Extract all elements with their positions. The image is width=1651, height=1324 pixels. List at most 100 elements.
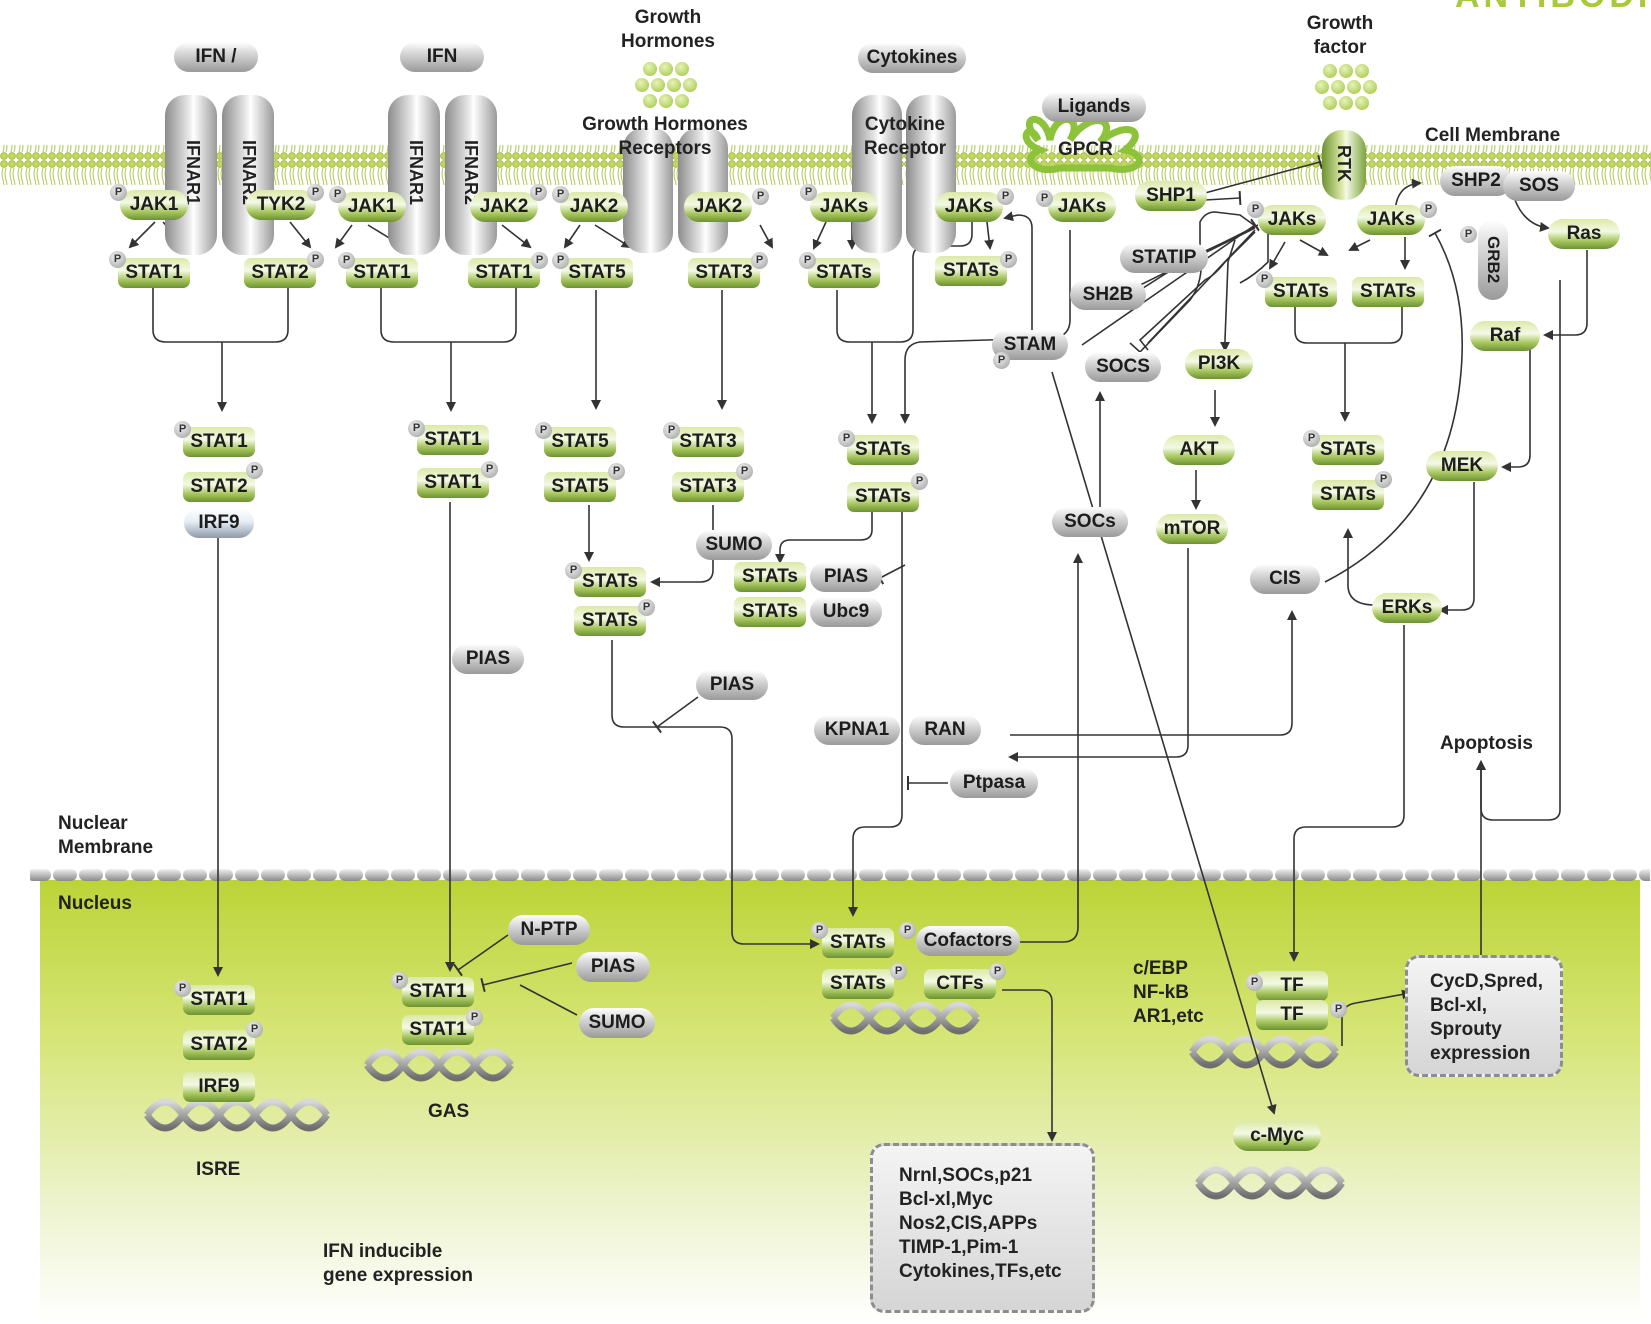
phospho-mark: P	[899, 922, 916, 939]
cytokine-receptor-label: Cytokine Receptor	[863, 114, 947, 159]
dna-gas	[364, 1048, 514, 1082]
stat1-g: STAT1	[183, 985, 255, 1015]
stats-b: STATs	[935, 256, 1007, 286]
dna-cmyc	[1195, 1166, 1345, 1200]
mek: MEK	[1426, 451, 1498, 481]
stats-j: STATs	[734, 597, 806, 627]
phospho-mark: P	[174, 980, 191, 997]
sos: SOS	[1503, 171, 1575, 201]
phospho-mark: P	[811, 922, 828, 939]
ras: Ras	[1548, 219, 1620, 249]
mtor: mTOR	[1156, 514, 1228, 544]
phospho-mark: P	[800, 184, 817, 201]
ifnar2-receptor-b	[445, 95, 497, 255]
jaks-a: JAKs	[810, 192, 878, 222]
phospho-mark: P	[552, 252, 569, 269]
ifnar1-label-a: IFNAR1	[183, 140, 203, 206]
raf: Raf	[1470, 321, 1540, 351]
phospho-mark: P	[552, 186, 569, 203]
corner-text: ANTIBODIES	[1455, 0, 1651, 13]
stats-f: STATs	[847, 482, 919, 512]
phospho-mark: P	[1036, 190, 1053, 207]
gh-receptor-right	[678, 128, 728, 253]
stats-d: STATs	[1352, 277, 1424, 307]
phospho-mark: P	[1246, 974, 1263, 991]
stats-c: STATs	[1265, 277, 1337, 307]
phospho-mark: P	[1375, 471, 1392, 488]
phospho-mark: P	[1256, 271, 1273, 288]
phospho-mark: P	[752, 188, 769, 205]
ptpasa: Ptpasa	[950, 768, 1038, 798]
stat1-c: STAT1	[468, 258, 540, 288]
jak2-c: JAK2	[684, 192, 752, 222]
ifn-inducible-label: IFN inducible gene expression	[323, 1241, 473, 1286]
rtk-label: RTK	[1334, 145, 1354, 182]
stat5-e: STAT5	[544, 427, 616, 457]
stat5-a: STAT5	[561, 258, 633, 288]
phospho-mark: P	[838, 430, 855, 447]
phospho-mark: P	[338, 252, 355, 269]
apoptosis-label: Apoptosis	[1440, 733, 1533, 754]
stat1-h: STAT1	[402, 977, 474, 1007]
phospho-mark: P	[109, 251, 126, 268]
stat-target-genes-box: Nrnl,SOCs,p21 Bcl-xl,Myc Nos2,CIS,APPs T…	[870, 1143, 1095, 1313]
phospho-mark: P	[1330, 1001, 1347, 1018]
dna-tf	[1189, 1035, 1339, 1069]
stat1-f: STAT1	[417, 468, 489, 498]
phospho-mark: P	[751, 252, 768, 269]
phospho-mark: P	[329, 186, 346, 203]
stat3-e: STAT3	[672, 427, 744, 457]
phospho-mark: P	[466, 1009, 483, 1026]
cytokines-ligand: Cytokines	[858, 43, 966, 73]
gas-label: GAS	[428, 1101, 470, 1122]
cofactors: Cofactors	[916, 926, 1020, 956]
ifnar1-receptor-a	[165, 95, 217, 255]
statip: STATIP	[1120, 243, 1208, 273]
dna-isre	[144, 1098, 330, 1132]
akt: AKT	[1163, 435, 1235, 465]
ifnar2-label-a: IFNAR2	[239, 140, 259, 206]
jaks-gpcr: JAKs	[1048, 192, 1116, 222]
phospho-mark: P	[535, 422, 552, 439]
grb2: GRB2	[1478, 220, 1508, 300]
cytokine-receptor-right	[906, 95, 956, 253]
phospho-mark: P	[481, 461, 498, 478]
phospho-mark: P	[1420, 201, 1437, 218]
phospho-mark: P	[391, 972, 408, 989]
shp2: SHP2	[1440, 166, 1512, 196]
ifn-alpha-beta-ligand: IFN /	[174, 42, 258, 72]
socs: SOCS	[1085, 352, 1161, 382]
phospho-mark: P	[989, 963, 1006, 980]
rtk-receptor	[1322, 130, 1366, 200]
pi3k: PI3K	[1185, 349, 1253, 379]
jak1-a: JAK1	[120, 190, 188, 220]
stats-n2: STATs	[822, 969, 894, 999]
jak2-b: JAK2	[560, 192, 628, 222]
jaks-b: JAKs	[935, 192, 1003, 222]
ran: RAN	[909, 715, 981, 745]
stat3-f: STAT3	[672, 472, 744, 502]
tf-factors-label: c/EBP NF-kB AR1,etc	[1133, 958, 1204, 1027]
phospho-mark: P	[307, 251, 324, 268]
ifnar2-receptor-a	[222, 95, 274, 255]
stats-l: STATs	[574, 606, 646, 636]
erks: ERKs	[1372, 593, 1442, 623]
shp1: SHP1	[1135, 181, 1207, 211]
nuclear-membrane-label: Nuclear Membrane	[58, 813, 154, 858]
stats-h: STATs	[1312, 480, 1384, 510]
tyk2: TYK2	[246, 190, 316, 220]
stat2-d: STAT2	[183, 472, 255, 502]
sumo-b: SUMO	[579, 1008, 655, 1038]
phospho-mark: P	[1303, 430, 1320, 447]
sumo-a: SUMO	[696, 530, 772, 560]
gpcr-label: GPCR	[1058, 139, 1113, 160]
stat5-f: STAT5	[544, 472, 616, 502]
stat1-b: STAT1	[346, 258, 418, 288]
stat1-e: STAT1	[417, 425, 489, 455]
gh-receptor-left	[623, 128, 673, 253]
erk-target-genes-box: CycD,Spred, Bcl-xl, Sprouty expression	[1405, 955, 1563, 1077]
growth-hormones-label: Growth Hormones	[621, 7, 715, 52]
socs-2: SOCs	[1052, 507, 1128, 537]
jak1-b: JAK1	[338, 192, 406, 222]
